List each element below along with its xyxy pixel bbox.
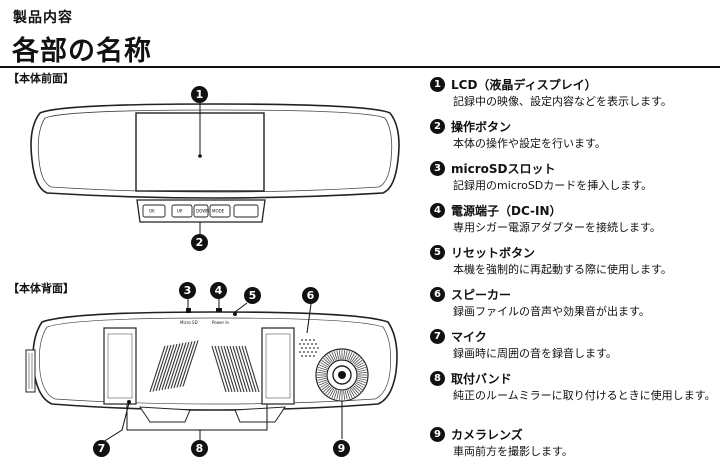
side-vent-left (25, 349, 36, 393)
front-mirror-inner-edge (37, 109, 393, 193)
legend-title: スピーカー (451, 288, 512, 302)
mode-button-label: MODE (212, 209, 225, 214)
callout-number-8: 8 (191, 440, 208, 457)
ok-button[interactable] (142, 204, 166, 218)
legend-title: カメラレンズ (451, 428, 523, 442)
callout-number-5: 5 (244, 287, 261, 304)
up-button-label: UP (177, 209, 183, 214)
legend-number: 9 (430, 427, 445, 442)
power-button[interactable] (233, 204, 259, 218)
legend-desc: 記録用のmicroSDカードを挿入します。 (453, 179, 653, 192)
strap-bracket-right (261, 327, 295, 405)
legend-desc: 本体の操作や設定を行います。 (453, 137, 606, 150)
microsd-slot (186, 308, 191, 313)
legend-title: microSDスロット (451, 162, 556, 176)
callout-number-6: 6 (302, 287, 319, 304)
callout-number-9: 9 (333, 440, 350, 457)
camera-lens-center (338, 371, 346, 379)
vent-grille-right (211, 345, 260, 393)
legend-title: リセットボタン (451, 246, 536, 260)
power-in-label: Power In (212, 320, 230, 325)
legend-number: 6 (430, 287, 445, 302)
legend-number: 5 (430, 245, 445, 260)
legend-desc: 記録中の映像、設定内容などを表示します。 (453, 95, 672, 108)
section-label-back: 【本体背面】 (8, 282, 74, 295)
legend-number: 3 (430, 161, 445, 176)
callout-line-6 (306, 303, 312, 334)
title-divider (0, 66, 720, 68)
legend-number: 4 (430, 203, 445, 218)
callout-line-5 (234, 302, 248, 313)
legend-title: 操作ボタン (451, 120, 512, 134)
ok-button-label: OK (149, 209, 155, 214)
up-button[interactable] (171, 204, 193, 218)
legend-desc: 専用シガー電源アダプターを接続します。 (453, 221, 661, 234)
legend-title: LCD（液晶ディスプレイ） (451, 78, 597, 92)
callout-number-1: 1 (191, 86, 208, 103)
legend-desc: 純正のルームミラーに取り付けるときに使用します。 (453, 389, 716, 402)
back-mirror-inner-edge (38, 317, 392, 405)
reset-button[interactable] (233, 312, 237, 316)
callout-number-7: 7 (93, 440, 110, 457)
legend-number: 8 (430, 371, 445, 386)
back-view: Micro SD Power In (25, 298, 398, 443)
bottom-hook-right (234, 406, 286, 423)
legend-desc: 録画ファイルの音声や効果音が出ます。 (453, 305, 650, 318)
microphone (127, 400, 131, 404)
legend-desc: 本機を強制的に再起動する際に使用します。 (453, 263, 672, 276)
speaker-grille (299, 339, 319, 357)
page-title: 各部の名称 (12, 36, 152, 67)
callout-number-4: 4 (210, 282, 227, 299)
bottom-hook-left (139, 406, 191, 423)
legend-desc: 車両前方を撮影します。 (453, 445, 573, 458)
legend-number: 7 (430, 329, 445, 344)
callout-bracket-8 (126, 404, 268, 431)
callout-number-2: 2 (191, 234, 208, 251)
legend-desc: 録画時に周囲の音を録音します。 (453, 347, 617, 360)
mirror-diagram: OK UP DOWN MODE Micro SD Power In (25, 103, 400, 443)
legend-number: 2 (430, 119, 445, 134)
down-button-label: DOWN (196, 209, 209, 214)
strap-bracket-left (103, 327, 137, 405)
microsd-label: Micro SD (180, 320, 198, 325)
callout-number-3: 3 (179, 282, 196, 299)
legend-title: 取付バンド (451, 372, 512, 386)
legend-title: マイク (451, 330, 487, 344)
mode-button[interactable] (209, 204, 231, 218)
down-button[interactable] (193, 204, 209, 218)
legend-title: 電源端子（DC-IN） (451, 204, 562, 218)
lens-ring-texture (317, 350, 367, 400)
front-view: OK UP DOWN MODE (30, 103, 400, 235)
section-label-front: 【本体前面】 (8, 72, 74, 85)
vent-grille-left (149, 340, 199, 393)
legend-number: 1 (430, 77, 445, 92)
dc-in-port (216, 308, 222, 312)
subtitle: 製品内容 (13, 10, 73, 26)
